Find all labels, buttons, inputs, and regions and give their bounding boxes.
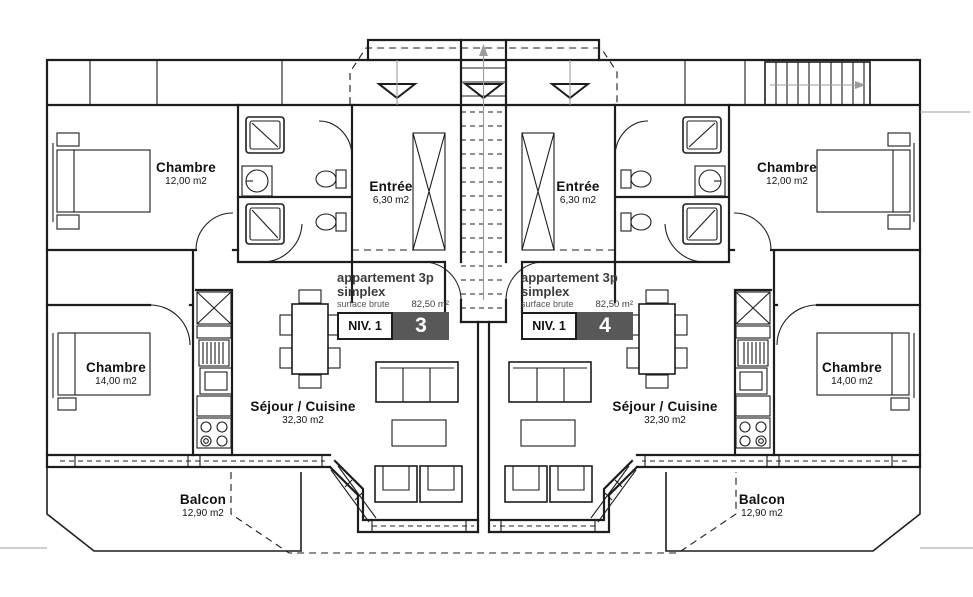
room-area: 32,30 m2	[644, 414, 686, 426]
room-area: 6,30 m2	[372, 194, 410, 206]
stove	[196, 417, 232, 449]
unit-number: 4	[577, 312, 633, 341]
surface-label: surface brute	[521, 299, 574, 310]
kitchen	[196, 291, 233, 449]
room-label-entry-right: Entrée 6,30 m2	[556, 179, 599, 206]
room-name: Entrée	[369, 179, 413, 194]
room-label-living-right: Séjour / Cuisine 32,30 m2	[612, 399, 717, 426]
room-label-balcony-right: Balcon 12,90 m2	[739, 492, 785, 519]
room-name: Chambre	[156, 160, 216, 175]
room-label-living-left: Séjour / Cuisine 32,30 m2	[250, 399, 355, 426]
armchair	[374, 465, 418, 503]
surface-value: 82,50 m²	[595, 299, 634, 311]
bed	[57, 332, 151, 411]
unit-number: 3	[393, 312, 449, 341]
room-area: 6,30 m2	[559, 194, 597, 206]
room-name: Chambre	[822, 360, 882, 375]
door-arc	[422, 261, 462, 301]
room-area: 32,30 m2	[282, 414, 324, 426]
door-arc	[318, 120, 353, 158]
apartment-type: simplex	[337, 283, 386, 299]
surface-value: 82,50 m²	[411, 299, 450, 311]
room-area: 12,90 m2	[182, 507, 224, 519]
apartment-info-left: appartement 3p simplex surface brute 82,…	[337, 270, 450, 341]
room-name: Entrée	[556, 179, 600, 194]
stair-core	[459, 38, 508, 534]
balcony-rail	[46, 467, 302, 552]
apartment-type: appartement 3p	[521, 270, 618, 285]
door-arc	[195, 212, 234, 251]
room-label-balcony-left: Balcon 12,90 m2	[180, 492, 226, 519]
surface-label: surface brute	[337, 299, 390, 310]
site-lines	[0, 111, 973, 554]
room-label-bedroom1-left: Chambre 12,00 m2	[156, 160, 216, 187]
room-label-bedroom2-left: Chambre 14,00 m2	[86, 360, 146, 387]
coffee-table	[391, 419, 447, 447]
room-label-entry-left: Entrée 6,30 m2	[369, 179, 412, 206]
apartment-info-right: appartement 3p simplex surface brute 82,…	[521, 270, 634, 341]
bed	[56, 132, 151, 230]
level-label: NIV. 1	[337, 312, 393, 341]
door-arc	[261, 223, 303, 263]
room-label-bedroom2-right: Chambre 14,00 m2	[822, 360, 882, 387]
shower	[245, 203, 285, 245]
armchair	[419, 465, 463, 503]
room-area: 12,00 m2	[165, 175, 207, 187]
room-area: 14,00 m2	[831, 375, 873, 387]
shower	[245, 116, 285, 154]
room-area: 12,00 m2	[766, 175, 808, 187]
room-name: Chambre	[86, 360, 146, 375]
dining-table	[279, 289, 341, 389]
sofa	[375, 361, 459, 403]
level-label: NIV. 1	[521, 312, 577, 341]
apartment-unit	[45, 103, 480, 552]
room-name: Séjour / Cuisine	[250, 399, 356, 414]
toilet	[315, 212, 347, 232]
room-label-bedroom1-right: Chambre 12,00 m2	[757, 160, 817, 187]
closet	[412, 132, 446, 251]
unit-badge-right: NIV. 1 4	[521, 312, 633, 341]
unit-badge-left: NIV. 1 3	[337, 312, 449, 341]
exterior-stair	[764, 61, 871, 106]
apartment-type: appartement 3p	[337, 270, 434, 285]
toilet	[315, 169, 347, 189]
apartment-type: simplex	[521, 283, 570, 299]
room-name: Balcon	[738, 492, 786, 507]
room-name: Chambre	[757, 160, 817, 175]
room-area: 12,90 m2	[741, 507, 783, 519]
washbasin	[241, 165, 273, 197]
door-arc	[149, 304, 191, 346]
room-name: Séjour / Cuisine	[612, 399, 718, 414]
room-name: Balcon	[179, 492, 227, 507]
room-area: 14,00 m2	[95, 375, 137, 387]
